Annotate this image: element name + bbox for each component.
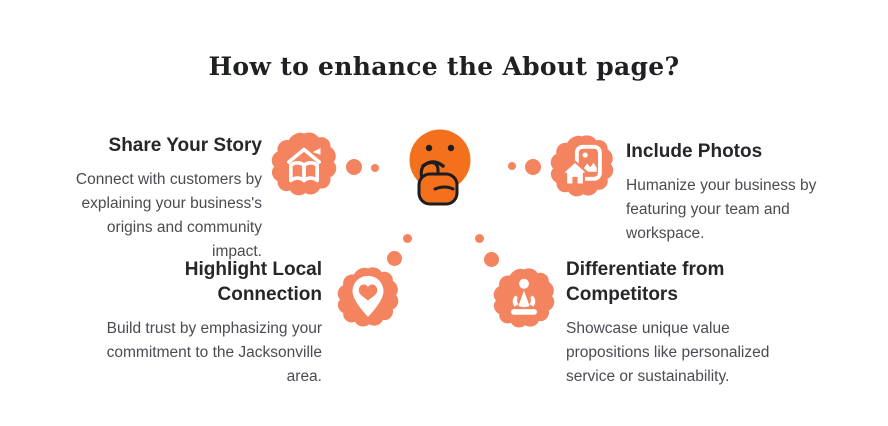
page-title: How to enhance the About page? [208, 52, 680, 81]
location-pin-heart-icon [337, 266, 399, 328]
pawn-figure-icon [493, 267, 555, 329]
section-share-your-story: Share Your Story Connect with customers … [62, 133, 262, 264]
section-body: Humanize your business by featuring your… [626, 177, 817, 242]
section-body: Build trust by emphasizing your commitme… [106, 320, 322, 385]
connector-dot [475, 234, 484, 243]
section-include-photos: Include Photos Humanize your business by… [626, 139, 841, 246]
section-heading: Share Your Story [108, 135, 262, 156]
section-heading: Include Photos [626, 141, 763, 162]
house-open-book-icon [271, 131, 337, 197]
connector-dot [387, 251, 402, 266]
connector-dot [508, 162, 516, 170]
thinking-face-emoji-icon [395, 122, 490, 217]
connector-dot [403, 234, 412, 243]
connector-dot [484, 252, 499, 267]
section-body: Showcase unique value propositions like … [566, 320, 770, 385]
section-heading: Differentiate from Competitors [566, 259, 725, 305]
connector-dot [525, 159, 541, 175]
section-highlight-local-connection: Highlight Local Connection Build trust b… [100, 257, 322, 389]
section-heading: Highlight Local Connection [184, 259, 322, 305]
photo-frame-house-icon [550, 134, 614, 198]
connector-dot [371, 164, 379, 172]
section-differentiate-from-competitors: Differentiate from Competitors Showcase … [566, 257, 801, 389]
section-body: Connect with customers by explaining you… [75, 171, 262, 260]
connector-dot [346, 159, 362, 175]
